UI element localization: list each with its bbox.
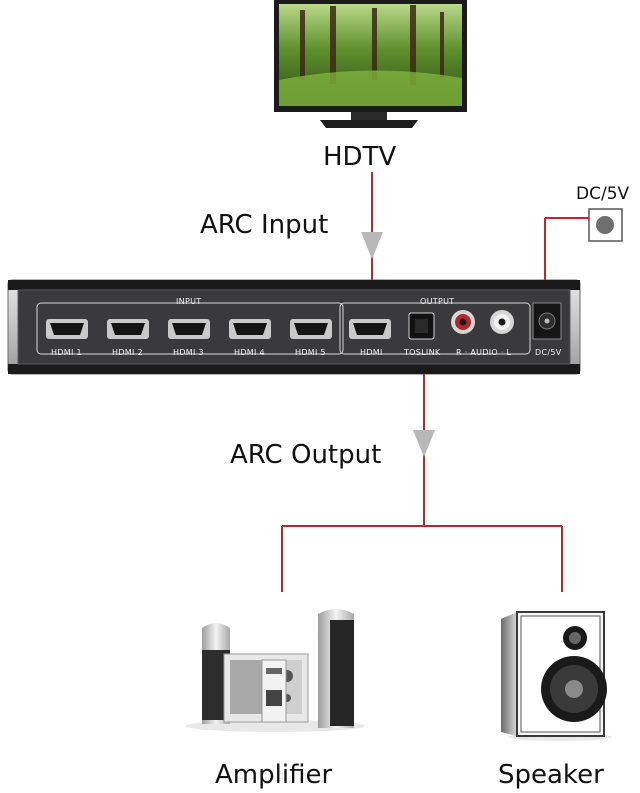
toslink-label: TOSLINK xyxy=(404,348,441,357)
analog-audio-label: R · AUDIO · L xyxy=(456,348,512,357)
hdmi-output-port-icon xyxy=(349,319,391,339)
hdmi-3-label: HDMI 3 xyxy=(173,348,204,357)
hdtv-icon xyxy=(274,0,467,128)
hdmi-switch-device xyxy=(7,279,581,375)
arrow-down-icon xyxy=(361,232,383,259)
hdmi-port-icon xyxy=(107,319,149,339)
arc-input-label: ARC Input xyxy=(200,210,329,240)
output-group-label: OUTPUT xyxy=(420,297,455,306)
speaker-label: Speaker xyxy=(498,760,604,790)
amplifier-icon xyxy=(185,609,365,732)
speaker-icon xyxy=(501,611,612,741)
hdmi-2-label: HDMI 2 xyxy=(112,348,143,357)
hdmi-port-icon xyxy=(290,319,332,339)
hdtv-label: HDTV xyxy=(323,142,397,172)
hdmi-5-label: HDMI 5 xyxy=(295,348,326,357)
rca-left-jack-icon xyxy=(490,310,514,334)
hdmi-output-label: HDMI xyxy=(360,348,383,357)
hdmi-4-label: HDMI 4 xyxy=(234,348,265,357)
power-adapter-icon xyxy=(588,208,623,242)
toslink-port-icon xyxy=(408,312,435,340)
hdmi-1-label: HDMI 1 xyxy=(51,348,82,357)
hdmi-port-icon xyxy=(229,319,271,339)
rca-right-jack-icon xyxy=(451,310,475,334)
arc-output-label: ARC Output xyxy=(230,440,382,470)
dc-jack-icon xyxy=(532,302,562,340)
hdmi-port-icon xyxy=(46,319,88,339)
input-group-label: INPUT xyxy=(176,297,202,306)
dc-port-label: DC/5V xyxy=(535,348,562,357)
arrow-down-icon xyxy=(413,430,435,457)
amplifier-label: Amplifier xyxy=(215,760,333,790)
hdmi-port-icon xyxy=(168,319,210,339)
dc-power-label: DC/5V xyxy=(576,184,630,204)
